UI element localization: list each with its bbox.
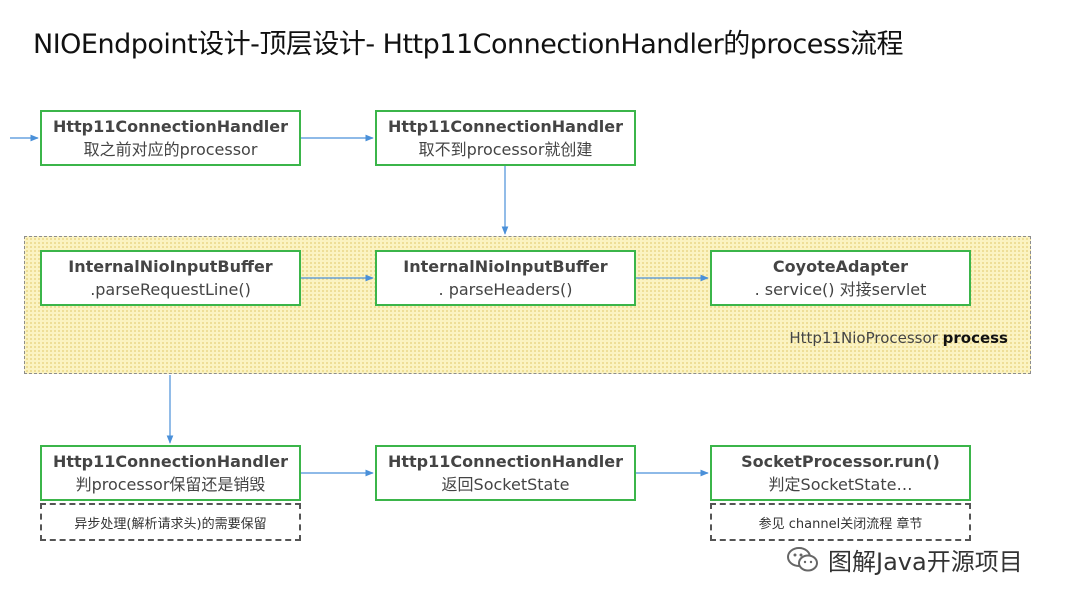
wechat-icon	[787, 546, 818, 571]
box-title: CoyoteAdapter	[772, 257, 909, 276]
box-title: SocketProcessor.run()	[741, 452, 940, 471]
box-title: Http11ConnectionHandler	[387, 452, 624, 471]
note-channel-close: 参见 channel关闭流程 章节	[710, 503, 971, 541]
box-title: InternalNioInputBuffer	[68, 257, 273, 276]
region-label-bold: process	[942, 329, 1008, 347]
watermark: 图解Java开源项目	[786, 542, 1023, 577]
box-subtitle: 取不到processor就创建	[418, 140, 593, 159]
box-parse-headers: InternalNioInputBuffer . parseHeaders()	[375, 250, 636, 306]
box-title: Http11ConnectionHandler	[387, 117, 624, 136]
box-create-processor: Http11ConnectionHandler 取不到processor就创建	[375, 110, 636, 166]
box-subtitle: . parseHeaders()	[438, 280, 573, 299]
box-subtitle: .parseRequestLine()	[90, 280, 251, 299]
box-get-processor: Http11ConnectionHandler 取之前对应的processor	[40, 110, 301, 166]
box-coyote-adapter: CoyoteAdapter . service() 对接servlet	[710, 250, 971, 306]
box-return-socket-state: Http11ConnectionHandler 返回SocketState	[375, 445, 636, 501]
region-label: Http11NioProcessor process	[789, 329, 1008, 347]
box-title: Http11ConnectionHandler	[52, 452, 289, 471]
box-keep-or-destroy: Http11ConnectionHandler 判processor保留还是销毁	[40, 445, 301, 501]
box-title: InternalNioInputBuffer	[403, 257, 608, 276]
box-subtitle: . service() 对接servlet	[754, 280, 927, 299]
box-subtitle: 判定SocketState…	[768, 475, 913, 494]
box-subtitle: 取之前对应的processor	[83, 140, 258, 159]
page-title: NIOEndpoint设计-顶层设计- Http11ConnectionHand…	[33, 29, 903, 60]
box-subtitle: 判processor保留还是销毁	[75, 475, 266, 494]
box-socket-processor-run: SocketProcessor.run() 判定SocketState…	[710, 445, 971, 501]
box-title: Http11ConnectionHandler	[52, 117, 289, 136]
watermark-text: 图解Java开源项目	[828, 548, 1023, 576]
box-parse-request-line: InternalNioInputBuffer .parseRequestLine…	[40, 250, 301, 306]
region-label-name: Http11NioProcessor	[789, 329, 938, 347]
box-subtitle: 返回SocketState	[441, 475, 570, 494]
note-async-keep: 异步处理(解析请求头)的需要保留	[40, 503, 301, 541]
